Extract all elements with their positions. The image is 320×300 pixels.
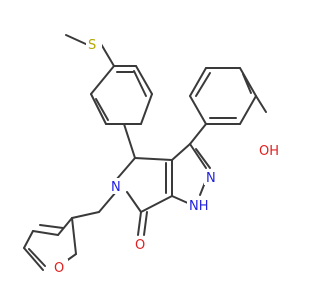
bond-double: [143, 211, 148, 236]
bond: [71, 211, 100, 219]
bond: [189, 95, 207, 125]
bond: [134, 157, 173, 161]
bond-double: [28, 248, 46, 267]
bond: [90, 93, 107, 125]
bond: [140, 93, 153, 125]
bond-double: [242, 73, 252, 94]
bond: [23, 230, 34, 249]
bond: [32, 230, 59, 236]
bond-double: [95, 98, 109, 121]
sulfur-atom-label: S: [88, 38, 96, 53]
bond: [239, 67, 257, 97]
pyrazole-nh-label: NH: [189, 199, 209, 214]
bond: [100, 43, 115, 67]
bond: [255, 95, 267, 113]
bond: [123, 123, 136, 159]
bond: [140, 195, 173, 213]
furan-oxygen-label: O: [54, 261, 64, 276]
bond: [57, 217, 73, 236]
bond-double: [133, 70, 147, 97]
bond: [239, 95, 257, 125]
bond: [171, 143, 191, 161]
hydroxyl-label: OH: [259, 144, 279, 159]
bond: [115, 157, 136, 181]
bond: [98, 191, 117, 213]
structure-diagram: S OH N N NH O O: [23, 34, 280, 276]
bond: [71, 217, 77, 255]
bond: [23, 247, 44, 271]
pyrazole-nitrogen-label: N: [206, 171, 216, 186]
bond: [189, 123, 207, 145]
bond: [189, 67, 207, 97]
bond-double: [39, 224, 64, 229]
bond: [137, 211, 142, 236]
bond: [189, 143, 207, 169]
bond-double: [195, 148, 211, 169]
bond: [90, 65, 115, 95]
bond-double: [195, 72, 211, 97]
bond: [135, 65, 153, 95]
carbonyl-oxygen-label: O: [135, 238, 145, 253]
bond: [65, 34, 89, 46]
molecule-canvas: S OH N N NH O O: [23, 34, 280, 276]
bond: [126, 191, 142, 213]
ring-nitrogen-label: N: [111, 180, 121, 195]
